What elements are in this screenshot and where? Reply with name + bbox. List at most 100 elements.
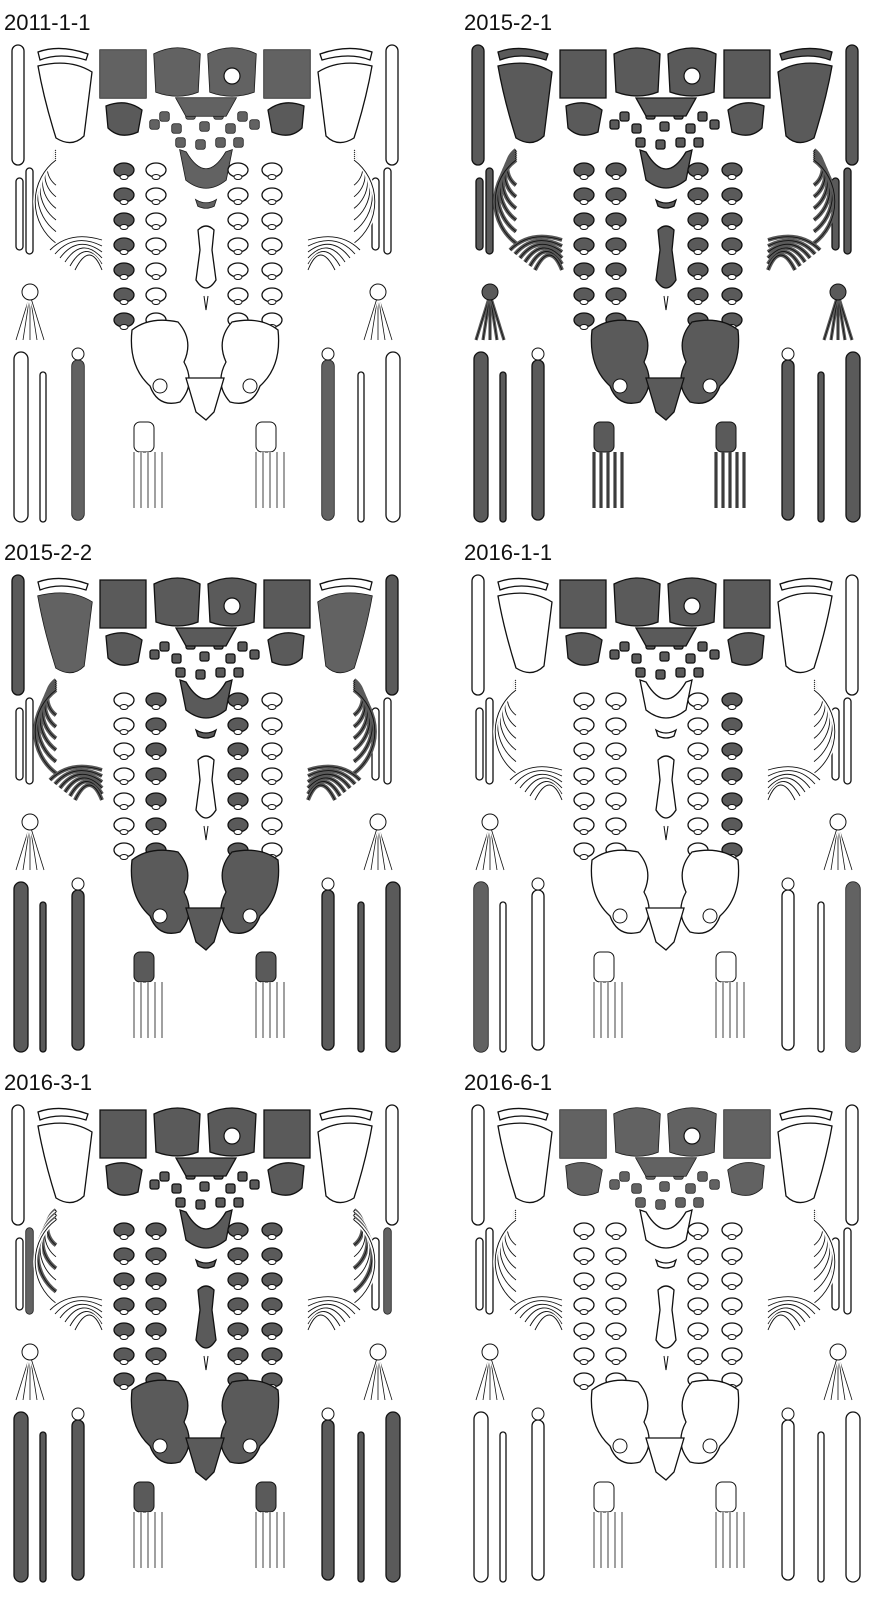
vertebra-process-3-2	[728, 225, 736, 230]
vertebra-process-3-1	[728, 730, 736, 735]
right-hand	[364, 814, 392, 870]
vertebra-process-2-5	[234, 1360, 242, 1365]
vertebra-process-1-4	[612, 805, 620, 810]
left-fibula	[40, 902, 46, 1052]
carpals	[830, 814, 846, 830]
left-clavicle	[38, 1108, 88, 1120]
right-temporal	[728, 103, 764, 135]
facial-bone-10	[196, 1200, 205, 1209]
left-scapula	[498, 593, 552, 672]
sacrum	[646, 908, 684, 950]
mandible	[640, 680, 692, 718]
vertebra-process-1-2	[612, 1285, 620, 1290]
right-tibia	[782, 1420, 794, 1580]
facial-bone-6-partial-fill	[226, 124, 235, 133]
vertebra-process-3-5	[268, 1360, 276, 1365]
right-obturator	[703, 379, 717, 393]
vertebra-process-1-3	[612, 780, 620, 785]
panel-3: 2016-1-1	[460, 540, 870, 1070]
vertebra-process-0-3	[580, 1310, 588, 1315]
right-tibia	[322, 890, 334, 1050]
vertebra-process-0-4	[580, 805, 588, 810]
right-scapula	[318, 1123, 372, 1202]
vertebra-process-3-4	[268, 805, 276, 810]
vertebra-process-2-4	[234, 805, 242, 810]
right-clavicle	[780, 48, 832, 60]
left-hand	[16, 1344, 44, 1400]
right-obturator	[243, 379, 257, 393]
facial-bone-11	[216, 1198, 225, 1207]
left-tibia	[532, 890, 544, 1050]
vertebra-process-0-0	[120, 175, 128, 180]
foramen	[224, 598, 240, 614]
vertebra-process-0-6	[580, 325, 588, 330]
foramen	[224, 1128, 240, 1144]
facial-bone-8-partial-fill	[710, 1180, 719, 1189]
facial-bone-6	[686, 124, 695, 133]
right-foot	[256, 422, 284, 508]
facial-bone-0-partial-fill	[610, 1180, 619, 1189]
vertebra-process-0-4	[120, 805, 128, 810]
right-foot	[716, 422, 744, 508]
facial-bone-6	[686, 654, 695, 663]
right-temporal	[268, 103, 304, 135]
right-patella	[322, 348, 334, 360]
left-patella	[72, 878, 84, 890]
vertebra-process-2-2	[234, 755, 242, 760]
right-fibula	[818, 902, 824, 1052]
vertebra-process-3-1	[268, 200, 276, 205]
left-fibula	[40, 372, 46, 522]
skeleton-diagram	[0, 40, 410, 540]
vertebra-process-1-0	[152, 175, 160, 180]
facial-bone-9	[636, 138, 645, 147]
mandible-partial-fill	[180, 150, 232, 188]
vertebra-process-2-2	[234, 225, 242, 230]
facial-bone-0	[610, 120, 619, 129]
vertebra-process-1-2	[152, 225, 160, 230]
right-patella	[782, 348, 794, 360]
vertebra-process-2-2	[694, 225, 702, 230]
vertebra-process-1-3	[152, 250, 160, 255]
vertebra-process-0-3	[120, 780, 128, 785]
vertebra-process-1-4	[612, 275, 620, 280]
vertebra-process-3-2	[268, 1285, 276, 1290]
left-radius	[16, 708, 23, 780]
facial-bone-2-partial-fill	[632, 1184, 641, 1193]
vertebra-process-2-0	[234, 175, 242, 180]
facial-bone-0	[610, 650, 619, 659]
left-obturator	[153, 909, 167, 923]
vertebra-process-0-1	[120, 730, 128, 735]
frontal	[614, 48, 660, 96]
vertebra-process-0-3	[120, 250, 128, 255]
vertebra-process-1-5	[612, 300, 620, 305]
right-fibula	[358, 1432, 364, 1582]
panel-label: 2016-1-1	[464, 540, 552, 566]
right-humerus	[386, 1105, 398, 1225]
facial-bone-7	[238, 642, 247, 651]
left-femur	[14, 882, 28, 1052]
vertebra-process-0-4	[580, 275, 588, 280]
carpals	[830, 284, 846, 300]
tarsals	[256, 1482, 276, 1512]
right-hand	[364, 284, 392, 340]
vertebra-process-0-6	[120, 325, 128, 330]
panel-label: 2015-2-1	[464, 10, 552, 36]
left-humerus	[12, 45, 24, 165]
right-humerus	[386, 45, 398, 165]
vertebra-process-1-5	[152, 830, 160, 835]
vertebra-process-1-0	[612, 705, 620, 710]
frontal	[154, 1108, 200, 1156]
facial-bone-6	[226, 1184, 235, 1193]
vertebra-process-0-5	[120, 830, 128, 835]
sphenoid	[176, 628, 236, 646]
right-parietal-partial-fill	[724, 1110, 770, 1158]
mandible	[180, 1210, 232, 1248]
mandible	[180, 680, 232, 718]
skeleton-diagram	[0, 570, 410, 1070]
facial-bone-2	[632, 654, 641, 663]
left-parietal-partial-fill	[100, 50, 146, 98]
facial-bone-8-partial-fill	[250, 120, 259, 129]
right-clavicle	[320, 1108, 372, 1120]
right-patella	[782, 1408, 794, 1420]
vertebra-process-2-5	[694, 300, 702, 305]
